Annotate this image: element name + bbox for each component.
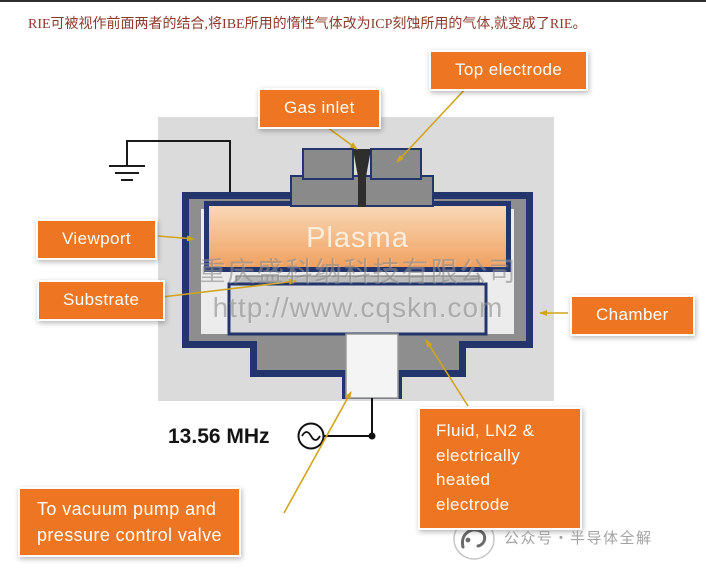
frequency-label: 13.56 MHz [168, 425, 270, 448]
bottom-electrode-block [227, 282, 488, 336]
label-gas-inlet: Gas inlet [258, 88, 381, 129]
rf-wire [324, 398, 373, 437]
label-heated-electrode: Fluid, LN2 & electrically heated electro… [418, 407, 582, 530]
arrow-substrate [161, 278, 297, 298]
label-chamber: Chamber [570, 295, 695, 336]
top-electrode-block [290, 148, 434, 207]
label-top-electrode: Top electrode [429, 50, 589, 91]
plasma-label: Plasma [306, 222, 409, 254]
arrow-top-electrode [396, 85, 469, 163]
connector-arrows [157, 85, 568, 514]
label-viewport: Viewport [36, 219, 158, 260]
arrow-vacuum-pump [283, 391, 352, 514]
arrow-viewport [157, 235, 195, 242]
label-vacuum-pump: To vacuum pump and pressure control valv… [18, 487, 241, 558]
label-substrate: Substrate [37, 280, 166, 321]
ac-source-icon [297, 422, 325, 450]
wire-junction-dot [368, 432, 376, 440]
electrode-stem [345, 333, 399, 399]
account-name: 公众号・半导体全解 [504, 530, 653, 547]
ground-icon [109, 140, 231, 193]
plasma-region [204, 201, 511, 272]
intro-text: RIE可被视作前面两者的结合,将IBE所用的惰性气体改为ICP刻蚀所用的气体,就… [28, 17, 587, 32]
arrow-heated-electrode [425, 339, 469, 407]
top-border-line [0, 0, 706, 2]
watermark: 重庆盛科纳科技有限公司 http://www.cqskn.com [158, 250, 558, 324]
watermark-url: http://www.cqskn.com [212, 292, 504, 323]
watermark-company: 重庆盛科纳科技有限公司 [198, 257, 518, 287]
